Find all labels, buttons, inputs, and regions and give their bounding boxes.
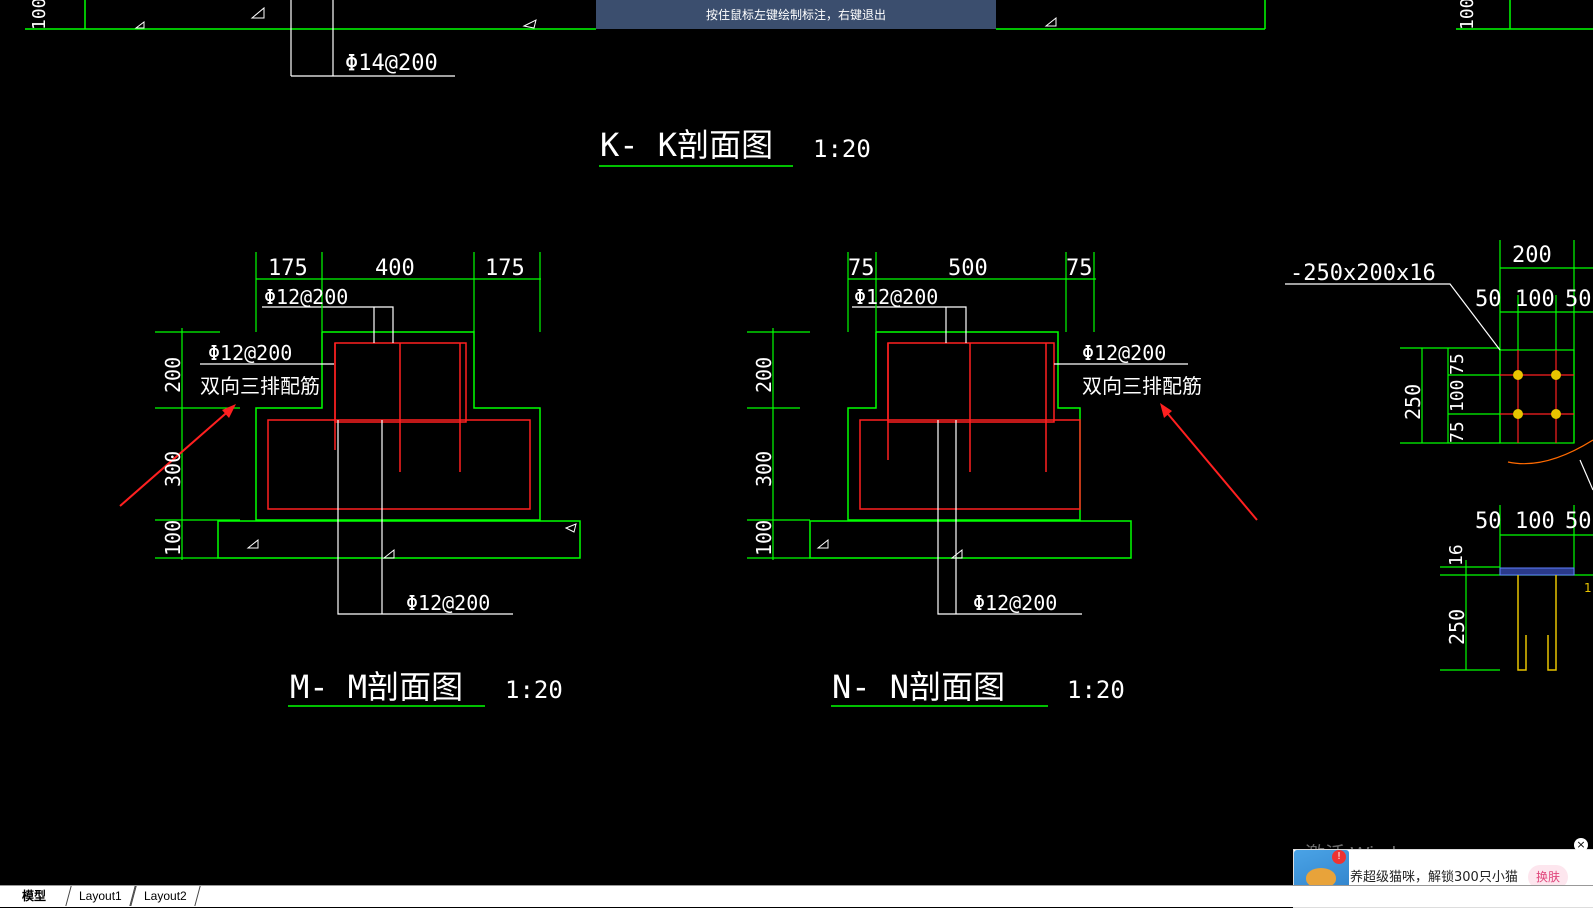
top-left-dim: 100 [29,0,50,30]
right-dim-left-inner-1: 75 [1447,353,1468,375]
mm-dim-top-3: 175 [485,256,525,281]
right-dim-lower-1: 16 [1446,544,1467,566]
mm-dim-top-2: 400 [375,256,415,281]
tab-layout1-label: Layout1 [79,889,122,903]
mm-dim-top-1: 175 [268,256,308,281]
mm-title: M- M剖面图 [290,668,463,706]
right-row2-dim-3: 50 [1565,509,1592,534]
ad-close-icon[interactable]: × [1574,838,1588,852]
nn-bedding-slab [809,520,1132,559]
nn-rebar-side: Φ12@200 [1082,341,1166,365]
right-dim-left-inner-2: 100 [1447,379,1468,412]
nn-rebar-top: Φ12@200 [854,285,938,309]
cat-icon [1306,868,1336,888]
nn-scale: 1:20 [1067,676,1125,704]
ad-text[interactable]: 养超级猫咪，解锁300只小猫 [1350,870,1518,885]
command-tooltip: 按住鼠标左键绘制标注，右键退出 [596,0,996,29]
mm-bedding-slab [217,520,581,559]
mm-dim-left-3: 100 [161,520,185,556]
right-row1-dim-1: 50 [1475,287,1502,312]
right-dim-left-outer: 250 [1401,384,1425,420]
tab-model[interactable]: 模型 [12,886,57,906]
mm-lower-rebar [267,419,531,510]
right-row1-dim-2: 100 [1515,287,1555,312]
mm-rebar-side-note: 双向三排配筋 [200,374,320,398]
right-row2-dim-1: 50 [1475,509,1502,534]
nn-dim-top-3: 75 [1066,256,1093,281]
right-dim-top: 200 [1512,243,1552,268]
mm-dim-left-2: 300 [161,451,185,487]
nn-rebar-side-note: 双向三排配筋 [1082,374,1202,398]
nn-title: N- N剖面图 [832,668,1005,706]
kk-scale: 1:20 [813,135,871,163]
nn-rebar-bottom: Φ12@200 [973,591,1057,615]
nn-dim-left-3: 100 [752,520,776,556]
kk-title: K- K剖面图 [600,126,773,164]
nn-concrete-outline [847,331,1081,521]
top-rebar-label: Φ14@200 [345,51,438,76]
cad-drawing-canvas[interactable]: Φ14@200 100 100 K- K剖面图 1:20 [0,0,1593,885]
mm-rebar-bottom: Φ12@200 [406,591,490,615]
mm-section [119,252,581,615]
right-row1-dim-3: 50 [1565,287,1592,312]
right-cut-label: 1 [1584,581,1592,595]
nn-dim-top-2: 500 [948,256,988,281]
nn-dim-left-1: 200 [752,357,776,393]
nn-upper-rebar [887,342,1055,423]
right-plate-label: -250x200x16 [1290,261,1436,286]
right-dim-left-inner-3: 75 [1447,421,1468,443]
mm-rebar-side: Φ12@200 [208,341,292,365]
hatch-triangles [134,6,1057,559]
layout-tab-bar: 模型 Layout1 Layout2 [0,885,1593,907]
top-leader [290,0,455,77]
alert-badge-icon: ! [1332,850,1346,864]
mm-scale: 1:20 [505,676,563,704]
tab-layout1[interactable]: Layout1 [65,886,136,906]
top-right-dim: 100 [1457,0,1478,30]
mm-rebar-top: Φ12@200 [264,285,348,309]
nn-dim-left-2: 300 [752,451,776,487]
right-detail [1285,240,1593,671]
mm-concrete-outline [255,331,541,521]
tab-layout2-label: Layout2 [144,889,187,903]
nn-section [747,252,1258,615]
top-partial-view [25,0,1593,30]
mm-dim-left-1: 200 [161,357,185,393]
right-dim-lower-2: 250 [1445,609,1469,645]
nn-dim-top-1: 75 [848,256,875,281]
right-row2-dim-2: 100 [1515,509,1555,534]
tab-layout2[interactable]: Layout2 [130,886,201,906]
